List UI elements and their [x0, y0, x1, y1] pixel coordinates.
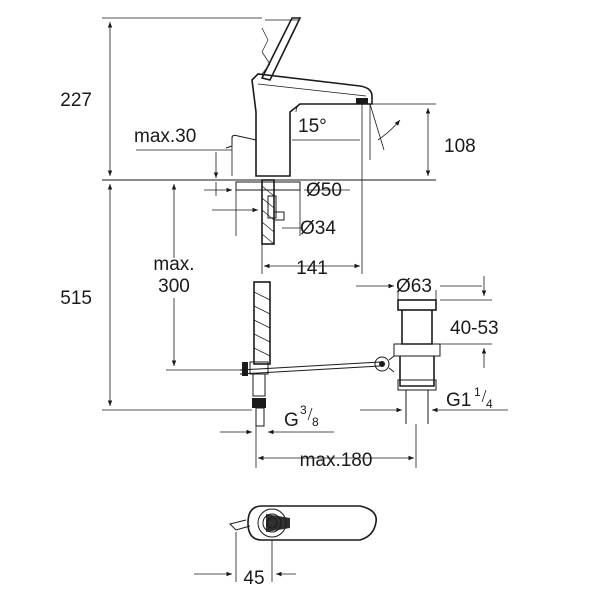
- dim-40-53: 40-53: [450, 318, 499, 339]
- dim-g38-num: 3: [300, 403, 307, 417]
- drain-assembly: [374, 299, 441, 424]
- dim-dia34: Ø34: [300, 218, 336, 239]
- dim-g38-main: G: [284, 410, 299, 431]
- dim-515: 515: [60, 288, 92, 309]
- dim-g38-den: 8: [312, 415, 319, 429]
- faucet-body: [225, 17, 373, 177]
- dim-angle: 15°: [298, 116, 327, 137]
- dim-227: 227: [60, 90, 92, 111]
- supply-hose: [239, 281, 381, 427]
- dim-max300-line2: 300: [158, 276, 190, 297]
- dim-141: 141: [296, 258, 328, 279]
- dim-max180: max.180: [300, 450, 373, 471]
- plan-view: [229, 505, 377, 541]
- dim-45: 45: [243, 568, 264, 589]
- mounting-shank: [235, 179, 301, 245]
- dim-g1-den: 4: [486, 397, 493, 411]
- dim-dia50: Ø50: [306, 180, 342, 201]
- dim-dia63: Ø63: [396, 276, 432, 297]
- dim-max300-line1: max.: [153, 254, 194, 275]
- dim-g1-main: G1: [446, 390, 471, 411]
- dim-108: 108: [444, 136, 476, 157]
- dim-max30: max.30: [134, 126, 196, 147]
- dim-g1-num: 1: [474, 385, 481, 399]
